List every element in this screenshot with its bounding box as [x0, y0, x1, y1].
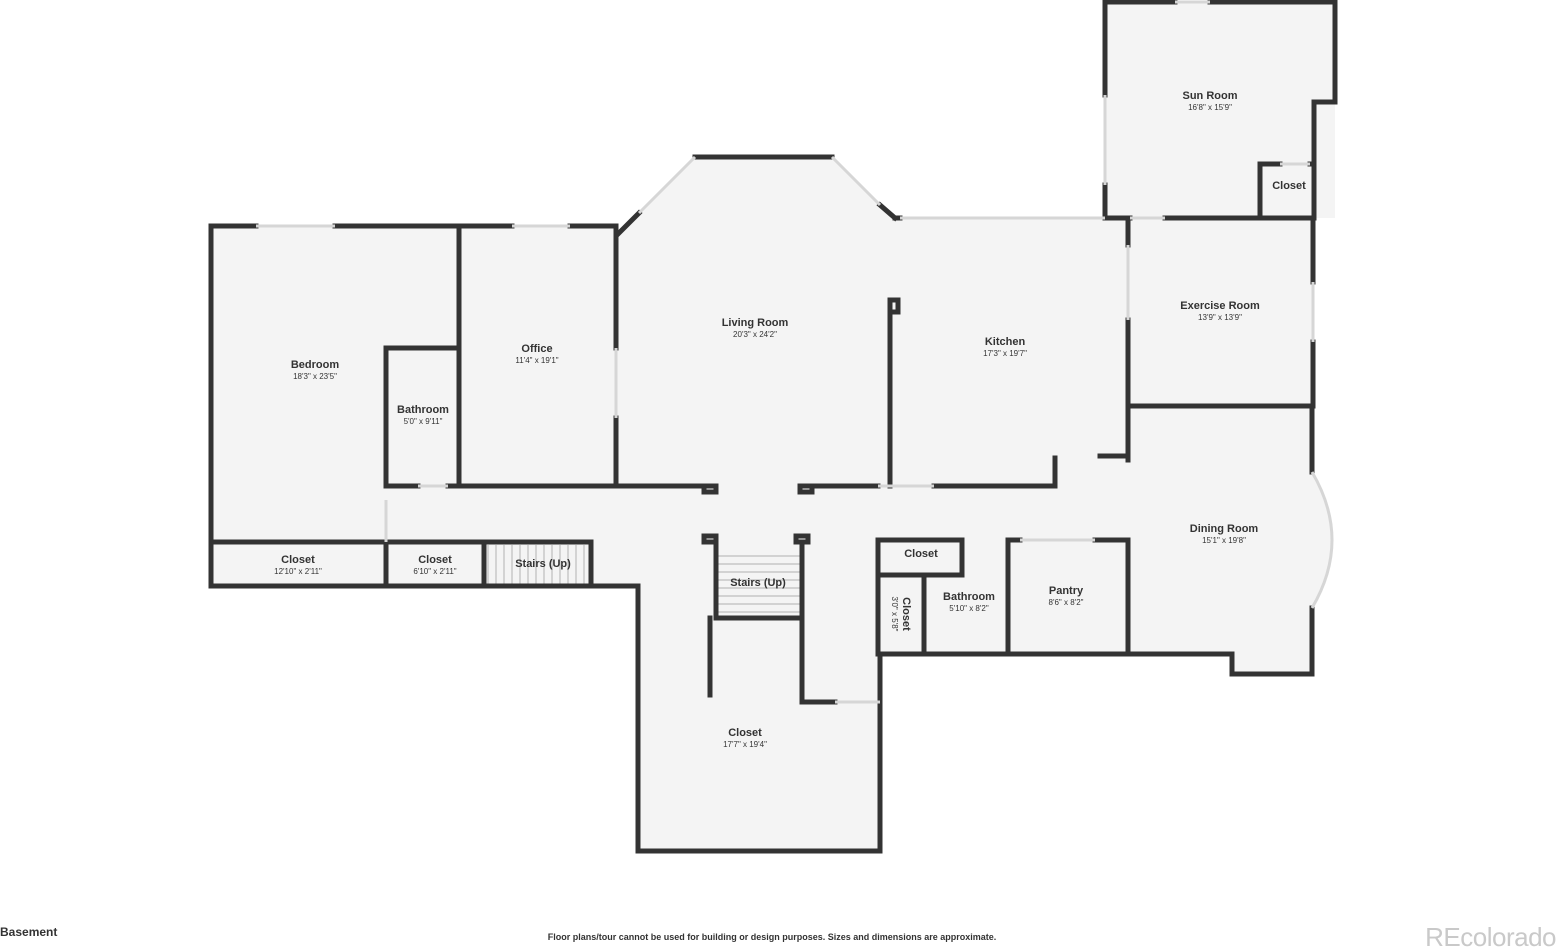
stairs-center-treads — [718, 555, 802, 613]
room-label-closet-mid: Closet 6'10" x 2'11" — [413, 553, 456, 577]
room-label-living-room: Living Room 20'3" x 24'2" — [722, 316, 789, 340]
floor-fills — [211, 2, 1335, 851]
room-name: Bathroom — [397, 404, 449, 416]
room-dimensions: 17'7" x 19'4" — [723, 740, 767, 749]
walls — [208, 0, 1338, 854]
room-dimensions: 8'6" x 8'2" — [1048, 598, 1084, 607]
room-name: Closet — [1272, 180, 1306, 192]
room-label-closet-vertical: Closet 3'0" x 5'8" — [889, 597, 913, 632]
room-name: Closet — [728, 727, 762, 739]
room-name: Exercise Room — [1180, 300, 1260, 312]
room-label-kitchen: Kitchen 17'3" x 19'7" — [983, 335, 1027, 359]
room-name: Pantry — [1048, 585, 1084, 597]
office-floor — [459, 226, 616, 486]
room-label-closet-small: Closet — [904, 547, 938, 561]
room-dimensions: 5'10" x 8'2" — [949, 604, 989, 613]
lower-hall-floor — [639, 587, 880, 851]
room-label-closet-west: Closet 12'10" x 2'11" — [274, 553, 322, 577]
room-dimensions: 12'10" x 2'11" — [274, 567, 322, 576]
room-name: Bedroom — [290, 359, 340, 371]
dining-room-floor — [1128, 406, 1332, 674]
room-label-closet-large: Closet 17'7" x 19'4" — [723, 726, 767, 750]
room-name: Living Room — [721, 317, 789, 329]
room-label-dining-room: Dining Room 15'1" x 19'8" — [1190, 522, 1258, 546]
room-dimensions: 15'1" x 19'8" — [1202, 536, 1246, 545]
room-dimensions: 20'3" x 24'2" — [733, 330, 777, 339]
room-name: Stairs (Up) — [515, 558, 571, 570]
room-dimensions: 3'0" x 5'8" — [890, 596, 899, 632]
room-label-bedroom: Bedroom 18'3" x 23'5" — [291, 358, 339, 382]
room-label-closet-sun: Closet — [1272, 179, 1306, 193]
disclaimer-text: Floor plans/tour cannot be used for buil… — [547, 932, 997, 942]
room-name: Dining Room — [1189, 523, 1259, 535]
room-dimensions: 18'3" x 23'5" — [293, 372, 337, 381]
room-dimensions: 16'8" x 15'9" — [1188, 103, 1232, 112]
room-label-bathroom-west: Bathroom 5'0" x 9'11" — [397, 403, 449, 427]
room-name: Closet — [904, 548, 938, 560]
kitchen-floor — [895, 218, 1128, 486]
room-dimensions: 13'9" x 13'9" — [1198, 313, 1242, 322]
room-name: Closet — [418, 554, 452, 566]
room-label-stairs-west: Stairs (Up) — [515, 557, 571, 571]
room-label-pantry: Pantry 8'6" x 8'2" — [1049, 584, 1084, 608]
room-dimensions: 11'4" x 19'1" — [515, 356, 559, 365]
room-label-bathroom-east: Bathroom 5'10" x 8'2" — [943, 590, 995, 614]
room-name: Kitchen — [984, 336, 1026, 348]
room-label-sun-room: Sun Room 16'8" x 15'9" — [1183, 89, 1238, 113]
room-dimensions: 17'3" x 19'7" — [983, 349, 1027, 358]
room-label-stairs-center: Stairs (Up) — [730, 576, 786, 590]
exercise-room-floor — [1128, 218, 1313, 406]
room-dimensions: 6'10" x 2'11" — [413, 567, 457, 576]
living-room-floor — [616, 157, 895, 486]
brand-logo: REcolorado — [1425, 922, 1556, 950]
room-label-office: Office 11'4" x 19'1" — [515, 342, 558, 366]
room-name: Office — [521, 343, 553, 355]
room-name: Closet — [900, 597, 912, 631]
room-dimensions: 5'0" x 9'11" — [403, 417, 443, 426]
room-name: Stairs (Up) — [730, 577, 786, 589]
east-service-floor — [878, 540, 1128, 654]
windows — [256, 0, 1334, 704]
room-name: Closet — [281, 554, 315, 566]
room-name: Sun Room — [1182, 90, 1238, 102]
sun-room-floor — [1105, 2, 1335, 218]
room-label-exercise-room: Exercise Room 13'9" x 13'9" — [1180, 299, 1259, 323]
floor-name: Basement — [0, 925, 58, 939]
room-name: Bathroom — [943, 591, 995, 603]
stairs-west-treads — [487, 545, 585, 585]
